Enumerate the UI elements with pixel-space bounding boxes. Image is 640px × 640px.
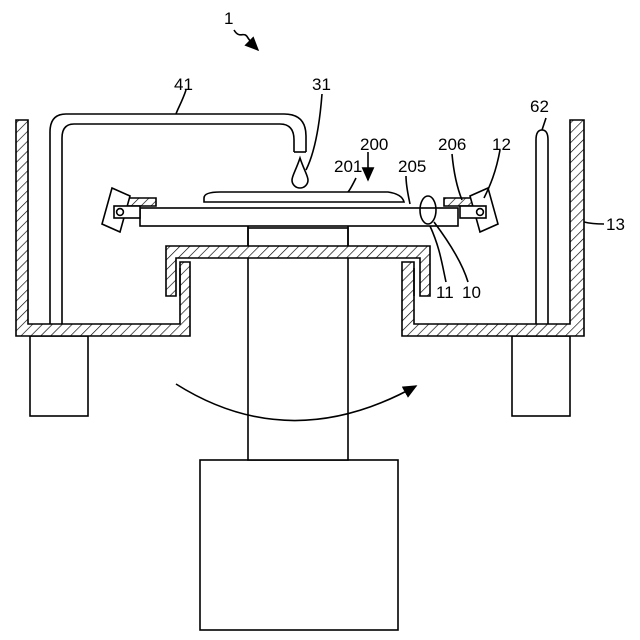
- label-cup: 13: [606, 215, 625, 234]
- label-nozzle: 31: [312, 75, 331, 94]
- label-device: 1: [224, 9, 233, 28]
- substrate-film: [204, 192, 404, 202]
- label-pipe: 41: [174, 75, 193, 94]
- label-rod: 62: [530, 97, 549, 116]
- label-film: 201: [334, 157, 362, 176]
- motor-housing: [200, 460, 398, 630]
- rotary-shaft: [248, 228, 348, 460]
- right-foot: [512, 336, 570, 416]
- label-interface: 205: [398, 157, 426, 176]
- rod: [536, 130, 548, 324]
- label-base: 10: [462, 283, 481, 302]
- processing-cup: [16, 120, 190, 336]
- liquid-droplet: [292, 158, 308, 188]
- label-chuck: 12: [492, 135, 511, 154]
- label-table: 11: [436, 283, 454, 302]
- label-substrate-group: 200: [360, 135, 388, 154]
- label-edge: 206: [438, 135, 466, 154]
- device-arrow: [234, 30, 258, 50]
- rotary-table: [140, 208, 458, 226]
- left-foot: [30, 336, 88, 416]
